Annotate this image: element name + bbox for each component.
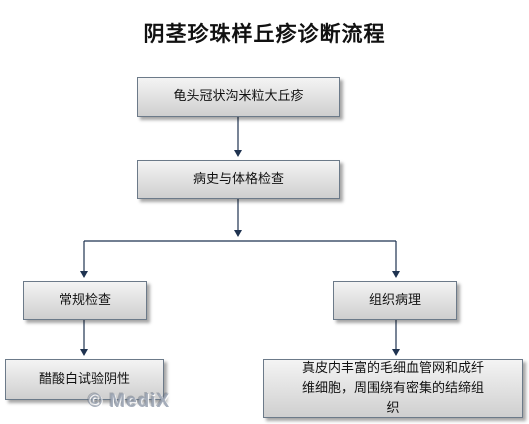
node-routine: 常规检查 — [23, 281, 147, 320]
node-result: 真皮内丰富的毛细血管网和成纤维细胞，周围绕有密集的结缔组织 — [263, 359, 523, 418]
node-vinegar-label: 醋酸白试验阴性 — [38, 371, 130, 387]
node-history-label: 病史与体格检查 — [192, 171, 284, 187]
node-pathology-label: 组织病理 — [368, 292, 421, 308]
diagram-title: 阴茎珍珠样丘疹诊断流程 — [143, 22, 386, 46]
node-result-label: 真皮内丰富的毛细血管网和成纤维细胞，周围绕有密集的结缔组织 — [301, 360, 484, 416]
node-history: 病史与体格检查 — [137, 160, 340, 199]
node-routine-label: 常规检查 — [58, 292, 111, 308]
node-symptom: 龟头冠状沟米粒大丘疹 — [137, 77, 340, 117]
node-vinegar: 醋酸白试验阴性 — [5, 359, 164, 400]
watermark-logo: © MediX — [88, 391, 171, 412]
node-pathology: 组织病理 — [333, 281, 457, 320]
node-symptom-label: 龟头冠状沟米粒大丘疹 — [173, 89, 304, 104]
